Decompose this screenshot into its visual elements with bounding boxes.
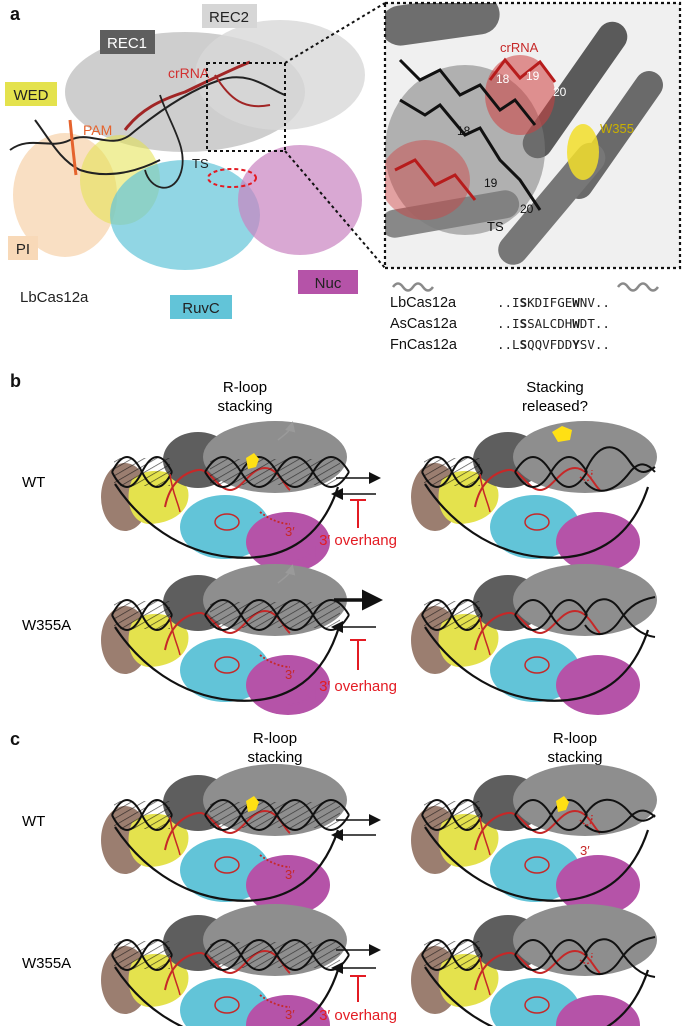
b-rloop-label: R-loop [223, 379, 267, 396]
crrna-nt-19: 19 [526, 69, 540, 83]
c-wt-left-complex: 3′ [99, 762, 350, 917]
panel-b-letter: b [10, 371, 21, 391]
b-w355a-label: W355A [22, 617, 71, 634]
crrna-nt-18: 18 [496, 72, 510, 86]
b-wt-left-complex: 3′ [99, 419, 350, 574]
ts-nt-20: 20 [520, 202, 534, 216]
active-site-circle [207, 168, 257, 188]
c-w355a-right-complex [409, 902, 659, 1026]
c-stacking-label-right: stacking [547, 749, 602, 766]
b-wt-right-complex [409, 419, 659, 574]
c-w355a-label: W355A [22, 955, 71, 972]
c-rloop-label-left: R-loop [253, 730, 297, 747]
crrna-nt-20: 20 [553, 85, 567, 99]
c-rloop-label-right: R-loop [553, 730, 597, 747]
rec2-label: REC2 [209, 9, 249, 26]
b-stacking-released-label-2: released? [522, 398, 588, 415]
c-stacking-label-left: stacking [247, 749, 302, 766]
w355-released-icon [552, 426, 572, 442]
ruvc-surface [110, 160, 260, 270]
sequence-alignment: LbCas12a ..ISKDIFGEWNV.. AsCas12a ..ISSA… [390, 295, 610, 353]
rec2-surface [195, 20, 365, 130]
c-wt-3prime-right: 3′ [580, 843, 590, 858]
b-w355a-left-complex: 3′ [99, 562, 350, 717]
helix-icon-left [391, 282, 435, 292]
c-w355a-3prime: 3′ [285, 1007, 295, 1022]
b-w355a-3prime: 3′ [285, 667, 295, 682]
panel-b: b R-loop stacking Stacking released? WT … [10, 371, 659, 717]
ruvc-label: RuvC [182, 300, 220, 317]
zoom-box [206, 62, 286, 152]
rec1-label: REC1 [107, 35, 147, 52]
seq-fn: ..LSQQVFDDYSV.. [497, 337, 610, 352]
b-stacking-label: stacking [217, 398, 272, 415]
b-wt-overhang: 3′ overhang [319, 532, 397, 549]
w355-label: W355 [600, 121, 634, 136]
seq-name-lb: LbCas12a [390, 295, 457, 311]
nuc-surface [238, 145, 362, 255]
b-stacking-released-label-1: Stacking [526, 379, 584, 396]
crrna-label: crRNA [168, 65, 210, 81]
panel-c: c R-loop stacking R-loop stacking WT 3′ … [10, 729, 659, 1026]
c-w355a-left-complex: 3′ [99, 902, 350, 1026]
protein-surface [9, 20, 365, 270]
ts-label: TS [192, 156, 209, 171]
seq-as: ..ISSALCDHWDT.. [497, 316, 610, 331]
panel-a-letter: a [10, 4, 21, 24]
c-w355a-overhang: 3′ overhang [319, 1007, 397, 1024]
b-w355a-overhang: 3′ overhang [319, 678, 397, 695]
helix-icon-right [616, 282, 660, 292]
c-wt-label: WT [22, 813, 45, 830]
inset-view: crRNA W355 TS 18 19 20 18 19 20 [383, 1, 682, 270]
pam-label: PAM [83, 122, 112, 138]
wed-label: WED [14, 87, 49, 104]
ts-nt-19: 19 [484, 176, 498, 190]
w355-stack-icon [246, 453, 259, 469]
b-w355a-right-complex [409, 562, 659, 717]
c-wt-right-complex: 3′ [409, 762, 659, 917]
panel-c-letter: c [10, 729, 20, 749]
protein-name: LbCas12a [20, 289, 89, 306]
seq-name-fn: FnCas12a [390, 337, 458, 353]
nuc-label: Nuc [315, 275, 342, 292]
inset-ts-label: TS [487, 219, 504, 234]
b-wt-3prime: 3′ [285, 524, 295, 539]
seq-lb: ..ISKDIFGEWNV.. [497, 295, 610, 310]
b-wt-label: WT [22, 474, 45, 491]
panel-a: a REC1 REC2 WED PI RuvC Nu [5, 1, 682, 353]
ts-nt-18: 18 [457, 124, 471, 138]
seq-name-as: AsCas12a [390, 316, 458, 332]
c-wt-3prime-left: 3′ [285, 867, 295, 882]
pi-label: PI [16, 241, 30, 258]
inset-crrna-label: crRNA [500, 40, 539, 55]
